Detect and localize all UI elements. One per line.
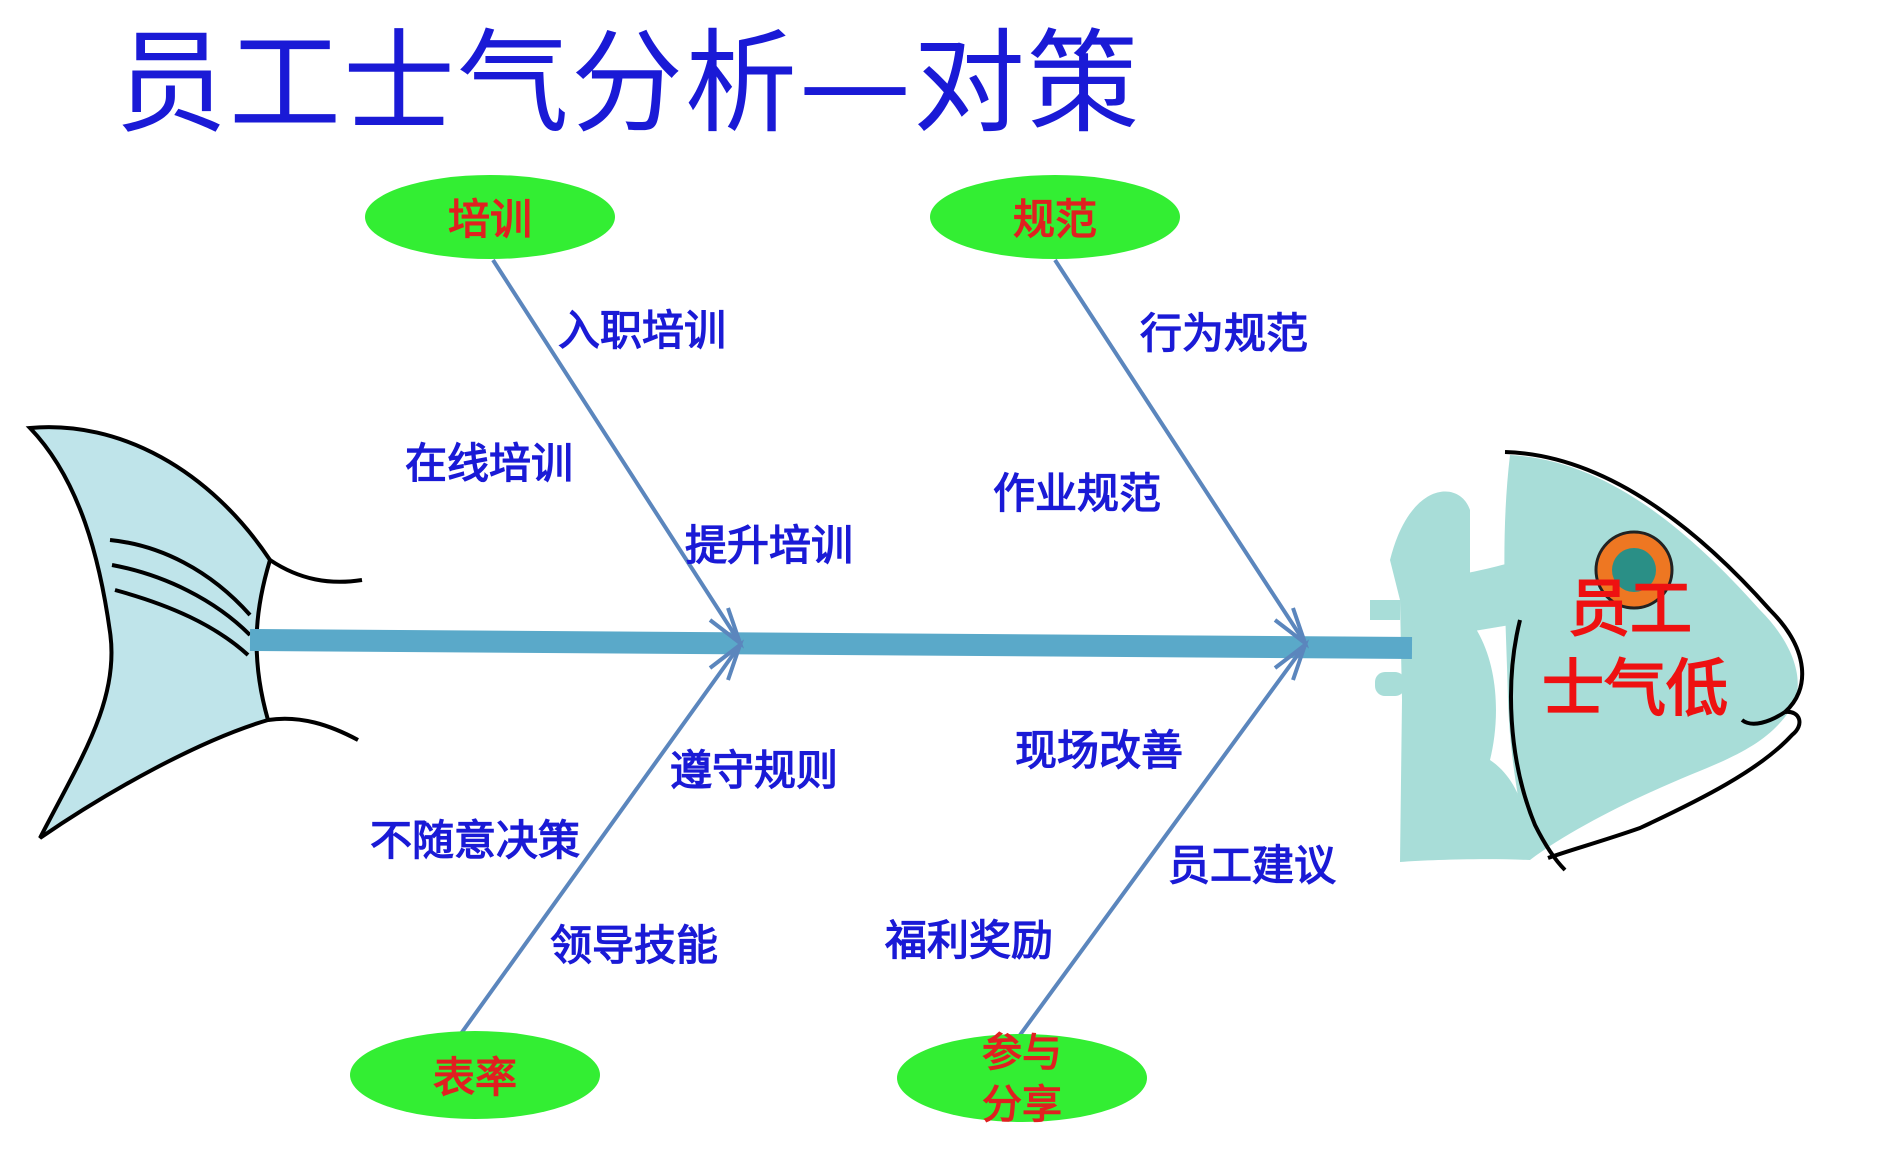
category-participation-label-line1: 参与 (982, 1030, 1062, 1076)
cause-label: 作业规范 (993, 469, 1161, 518)
cause-label: 福利奖励 (884, 916, 1053, 965)
cause-label: 不随意决策 (370, 816, 580, 865)
cause-label: 遵守规则 (670, 746, 838, 795)
cause-label: 员工建议 (1168, 841, 1337, 890)
head-label-line1: 员工 (1568, 572, 1692, 645)
cause-label: 提升培训 (685, 521, 853, 570)
cause-label: 行为规范 (1140, 309, 1308, 358)
head-label-line2: 士气低 (1542, 652, 1728, 725)
category-example-label: 表率 (433, 1053, 517, 1102)
category-training-label: 培训 (448, 195, 532, 244)
eye-pupil (1612, 548, 1656, 592)
cause-label: 领导技能 (550, 921, 718, 970)
arrowhead-4 (1273, 639, 1310, 681)
causes-participation: 现场改善 员工建议 福利奖励 (884, 726, 1337, 965)
cause-label: 现场改善 (1015, 726, 1183, 775)
category-participation-label-line2: 分享 (982, 1082, 1062, 1128)
category-training: 培训 (365, 175, 615, 259)
fish-head: 员工 士气低 (1370, 450, 1805, 872)
causes-norms: 行为规范 作业规范 (993, 309, 1308, 518)
branch-participation (1018, 643, 1307, 1037)
cause-label: 在线培训 (405, 439, 573, 488)
category-norms: 规范 (930, 175, 1180, 259)
category-norms-label: 规范 (1013, 195, 1097, 244)
arrowhead-3 (708, 639, 745, 681)
branch-norms (1053, 258, 1307, 645)
spine (249, 629, 1413, 659)
branch-example (458, 643, 742, 1037)
cause-label: 入职培训 (558, 306, 726, 355)
diagram-title: 员工士气分析—对策 (115, 19, 1141, 149)
category-participation: 参与 分享 (897, 1030, 1147, 1128)
branch-training (491, 258, 742, 645)
causes-example: 遵守规则 不随意决策 领导技能 (370, 746, 838, 970)
fish-tail (25, 425, 363, 840)
causes-training: 入职培训 在线培训 提升培训 (405, 306, 853, 570)
category-example: 表率 (350, 1031, 600, 1119)
branches (458, 258, 1310, 1037)
